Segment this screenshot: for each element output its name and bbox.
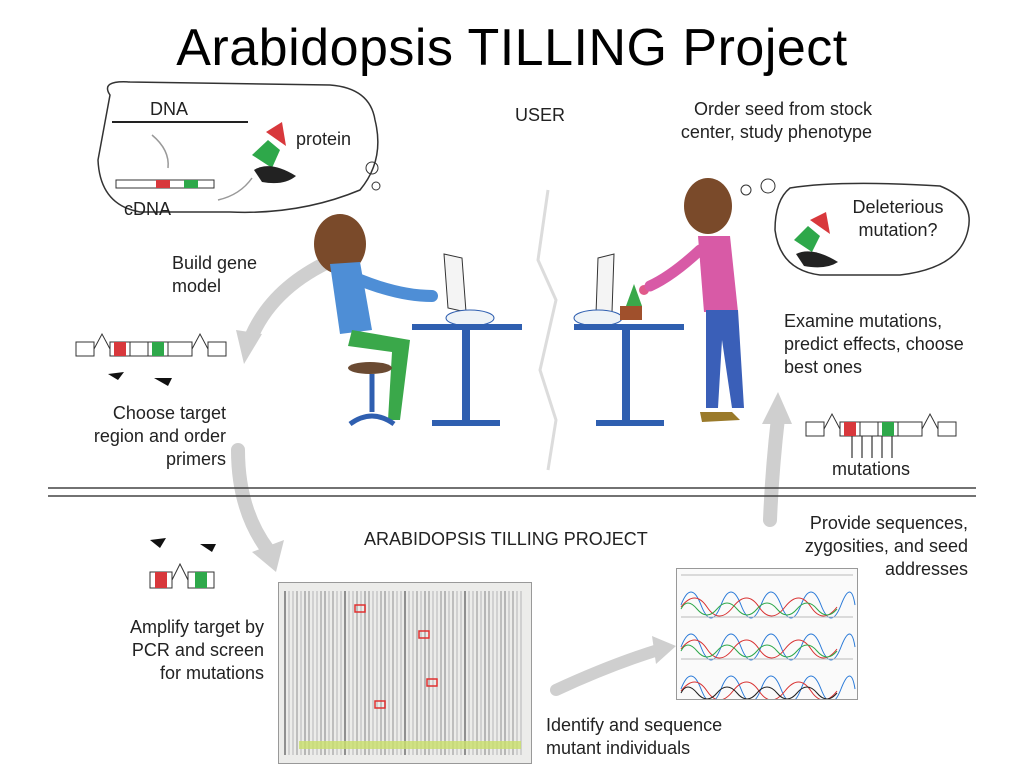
- thought-dot: [365, 161, 379, 175]
- protein-icon: [252, 122, 296, 184]
- thought-dot: [760, 178, 776, 194]
- gene-model-left: [75, 332, 227, 386]
- label-identify: Identify and sequence mutant individuals: [546, 715, 723, 758]
- label-order-seed: Order seed from stock center, study phen…: [680, 99, 872, 142]
- arrow-to-user: [763, 411, 785, 527]
- gene-model-right: [805, 412, 957, 458]
- right-user-figure: [644, 178, 744, 422]
- right-desk: [573, 253, 684, 426]
- label-protein: protein: [296, 129, 352, 149]
- label-deleterious: Deleterious mutation?: [852, 197, 944, 240]
- thought-dot: [371, 181, 381, 191]
- label-build-gene-model: Build gene model: [172, 253, 258, 296]
- sequence-trace-image: [676, 568, 858, 700]
- arrow-to-sequence: [550, 644, 664, 696]
- amplicon-model: [149, 538, 216, 589]
- label-choose-target: Choose target region and order primers: [93, 403, 226, 469]
- cdna-arrow: [217, 177, 253, 201]
- left-user-figure: [314, 214, 438, 427]
- thought-dot: [740, 184, 752, 196]
- label-amplify: Amplify target by PCR and screen for mut…: [129, 617, 264, 683]
- thought-bubble-right: [774, 182, 970, 276]
- label-mutations: mutations: [832, 459, 911, 479]
- label-project: ARABIDOPSIS TILLING PROJECT: [364, 529, 648, 549]
- protein-icon: [794, 212, 838, 268]
- thought-bubble-left: [97, 81, 379, 214]
- lightning-divider: [536, 189, 558, 471]
- arrow-build-model: [243, 255, 335, 347]
- label-cdna: cDNA: [124, 199, 172, 219]
- label-user: USER: [515, 105, 566, 125]
- screening-gel-image: [278, 582, 532, 764]
- left-desk: [412, 253, 522, 426]
- dna-arrow: [151, 134, 169, 169]
- arrow-to-screen: [231, 443, 275, 557]
- label-dna: DNA: [150, 99, 189, 119]
- label-provide-sequences: Provide sequences, zygosities, and seed …: [804, 513, 968, 579]
- label-examine-mutations: Examine mutations, predict effects, choo…: [784, 311, 964, 377]
- page-title: Arabidopsis TILLING Project: [176, 19, 848, 77]
